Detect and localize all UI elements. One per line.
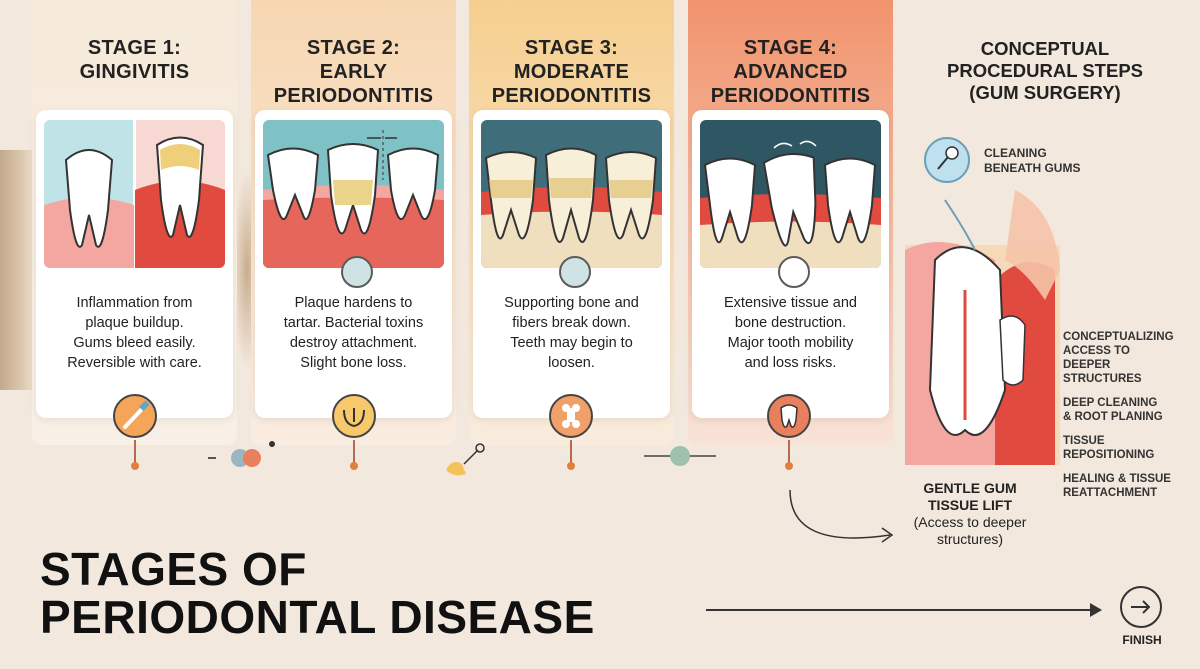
cleaning-beneath-gums-label: CLEANING BENEATH GUMS: [984, 146, 1081, 175]
stage-4-dot: [785, 462, 793, 470]
stage-1-column: STAGE 1: GINGIVITIS Inflammation from pl…: [32, 0, 237, 470]
main-title: STAGES OF PERIODONTAL DISEASE: [40, 543, 595, 643]
stage-4-column: STAGE 4: ADVANCED PERIODONTITIS Extensiv…: [688, 0, 893, 470]
procedure-step-2: DEEP CLEANING & ROOT PLANING: [1063, 397, 1163, 423]
damaged-tooth-icon: [767, 394, 811, 438]
finish-label: FINISH: [1122, 633, 1162, 647]
stage-1-description: Inflammation from plaque buildup. Gums b…: [67, 295, 202, 371]
stage-2-illustration: [263, 120, 444, 268]
procedure-step-1: CONCEPTUALIZING ACCESS TO DEEPER STRUCTU…: [1063, 331, 1174, 385]
stage-1-dot: [131, 462, 139, 470]
procedure-step-4: HEALING & TISSUE REATTACHMENT: [1063, 473, 1171, 499]
procedure-step-3: TISSUE REPOSITIONING: [1063, 435, 1155, 461]
stage-4-card: Extensive tissue and bone destruction. M…: [692, 110, 889, 418]
stage-2-connector: [353, 440, 355, 464]
tooth-mini-badge: [778, 256, 810, 288]
stage-1-illustration: [44, 120, 225, 268]
stage-4-description: Extensive tissue and bone destruction. M…: [724, 295, 857, 371]
stage-4-illustration: [700, 120, 881, 268]
procedure-steps-list: CONCEPTUALIZING ACCESS TO DEEPER STRUCTU…: [1063, 330, 1198, 510]
finish-arrow-line: [706, 609, 1096, 611]
stage-3-column: STAGE 3: MODERATE PERIODONTITIS Supporti…: [469, 0, 674, 470]
bone-mini-badge: [559, 256, 591, 288]
stage-2-column: STAGE 2: EARLY PERIODONTITIS Plaque hard…: [251, 0, 456, 470]
stage-3-title: STAGE 3: MODERATE PERIODONTITIS: [491, 37, 652, 107]
tissue-lift-label: GENTLE GUM TISSUE LIFT (Access to deeper…: [913, 480, 1027, 547]
gum-pocket-icon: [332, 394, 376, 438]
dental-mirror-icon: [924, 137, 970, 183]
stage-1-title: STAGE 1: GINGIVITIS: [79, 37, 190, 83]
stage-3-description: Supporting bone and fibers break down. T…: [504, 295, 639, 371]
finish-arrow-head: [1090, 603, 1102, 617]
stage-3-card: Supporting bone and fibers break down. T…: [473, 110, 670, 418]
gum-surgery-illustration: [905, 190, 1060, 465]
procedure-title: CONCEPTUAL PROCEDURAL STEPS (GUM SURGERY…: [947, 38, 1143, 103]
stage-4-connector: [788, 440, 790, 464]
gum-pocket-mini-badge: [341, 256, 373, 288]
curved-arrow: [789, 489, 894, 543]
stage-2-dot: [350, 462, 358, 470]
stage-3-illustration: [481, 120, 662, 268]
stage-3-dot: [567, 462, 575, 470]
stage-2-title: STAGE 2: EARLY PERIODONTITIS: [273, 37, 434, 107]
finish-icon: [1120, 586, 1162, 628]
stage-1-card: Inflammation from plaque buildup. Gums b…: [36, 110, 233, 418]
toothbrush-icon: [113, 394, 157, 438]
decorative-dots-1: [208, 441, 275, 467]
stage-2-description: Plaque hardens to tartar. Bacterial toxi…: [283, 295, 424, 371]
bone-joint-icon: [549, 394, 593, 438]
stage-1-connector: [134, 440, 136, 464]
stage-2-card: Plaque hardens to tartar. Bacterial toxi…: [255, 110, 452, 418]
stage-3-connector: [570, 440, 572, 464]
stage-4-title: STAGE 4: ADVANCED PERIODONTITIS: [710, 37, 871, 107]
decorative-probe-icon: [446, 443, 485, 476]
decorative-line-dot: [644, 446, 716, 466]
